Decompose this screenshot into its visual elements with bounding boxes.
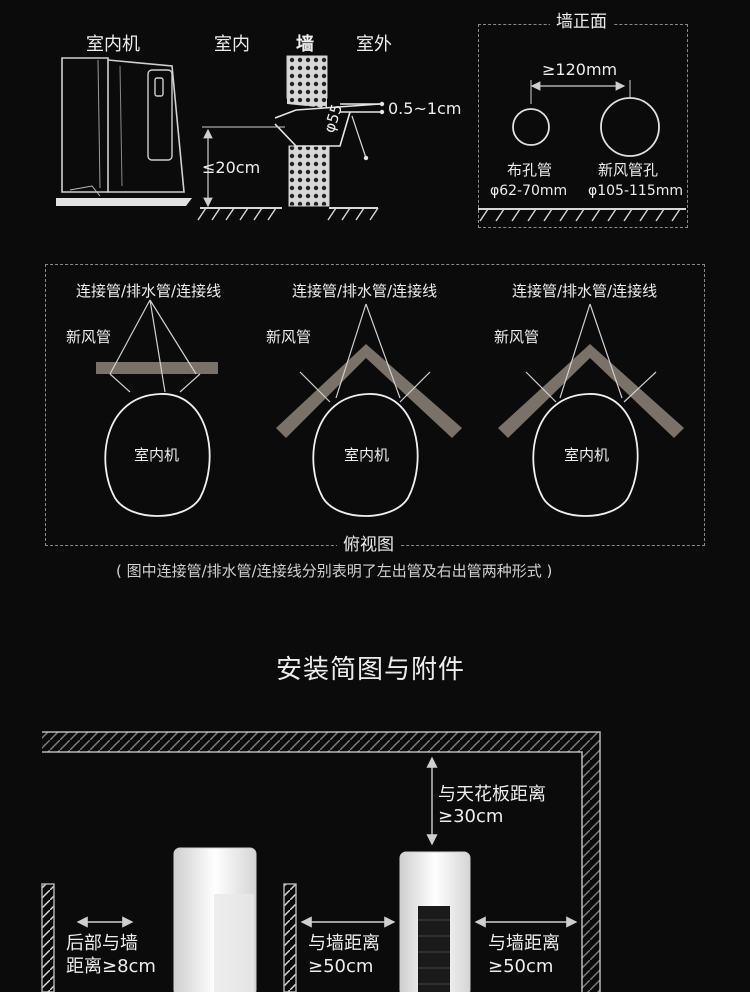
label-indoor: 室内 [214, 34, 250, 55]
label-side2-line2: ≥50cm [488, 956, 554, 977]
label-wall: 墙 [296, 34, 314, 55]
install-drawing [41, 731, 601, 992]
top-view-fresh-air-2: 新风管 [266, 328, 312, 346]
top-view-title: 俯视图 [337, 537, 400, 554]
label-slope: 0.5~1cm [388, 99, 462, 118]
label-ceiling-line1: 与天花板距离 [438, 784, 546, 805]
top-view-fresh-air-3: 新风管 [494, 328, 540, 346]
label-hole1-size: φ62-70mm [490, 183, 568, 199]
top-view-pipe-label-3: 连接管/排水管/连接线 [512, 282, 658, 300]
top-view-fresh-air-1: 新风管 [66, 328, 112, 346]
label-side1-line2: ≥50cm [308, 956, 374, 977]
label-ceiling-line2: ≥30cm [438, 806, 504, 827]
label-outdoor: 室外 [356, 34, 392, 55]
install-heading: 安装简图与附件 [276, 655, 466, 685]
label-indoor-unit: 室内机 [86, 34, 140, 55]
cloth-pipe-hole-circle [512, 108, 550, 146]
label-spacing: ≥120mm [542, 60, 618, 79]
wall-front-drawing [478, 80, 686, 222]
top-view-unit-2: 室内机 [344, 446, 390, 464]
top-view-caption: ( 图中连接管/排水管/连接线分别表明了左出管及右出管两种形式 ) [116, 562, 553, 580]
top-view-pipe-label-1: 连接管/排水管/连接线 [76, 282, 222, 300]
label-hole2-size: φ105-115mm [588, 183, 684, 199]
top-view-pipe-label-2: 连接管/排水管/连接线 [292, 282, 438, 300]
side-view-drawing [56, 55, 385, 221]
label-rear-line1: 后部与墙 [66, 933, 138, 954]
label-height: ≤20cm [202, 158, 261, 177]
top-view-box [45, 264, 705, 546]
fresh-air-hole-circle [600, 97, 660, 157]
top-view-unit-3: 室内机 [564, 446, 610, 464]
label-side1-line1: 与墙距离 [308, 933, 380, 954]
label-side2-line1: 与墙距离 [488, 933, 560, 954]
label-hole1-name: 布孔管 [507, 161, 553, 179]
label-rear-line2: 距离≥8cm [66, 956, 156, 977]
top-view-drawing [96, 299, 684, 517]
top-view-unit-1: 室内机 [134, 446, 180, 464]
label-hole2-name: 新风管孔 [598, 161, 659, 179]
wall-front-title: 墙正面 [550, 14, 613, 31]
